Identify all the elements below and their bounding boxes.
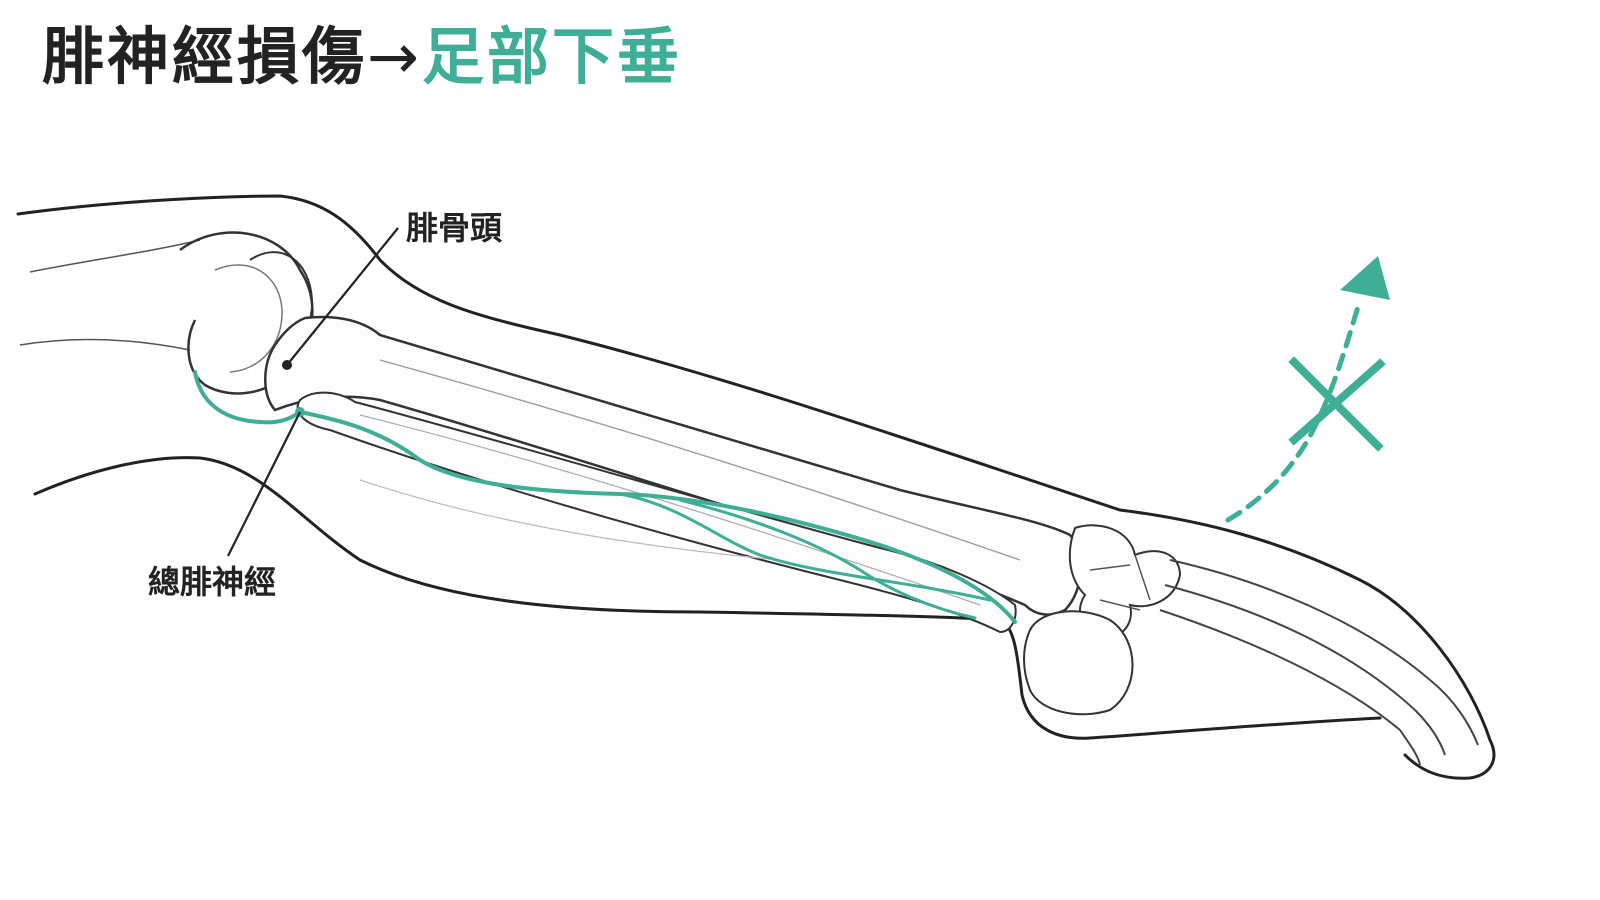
- fibula-shaft-line: [359, 414, 981, 606]
- common-peroneal-nerve: [193, 370, 1017, 624]
- page-title: 腓神經損傷→足部下垂: [42, 26, 682, 88]
- title-accent: 足部下垂: [421, 20, 682, 93]
- metatarsals: [1159, 559, 1431, 731]
- fibular-head-leader: [286, 227, 399, 366]
- arrow-head: [1340, 256, 1390, 300]
- toes: [1399, 679, 1479, 766]
- leg-outline-top: [16, 194, 1496, 780]
- tibia-shaft-line: [379, 359, 1021, 561]
- tarsal-bones: [1068, 524, 1182, 642]
- title-main: 腓神經損傷: [42, 20, 368, 93]
- superficial-peroneal-branch: [678, 498, 977, 620]
- femur-condyle-inner: [214, 264, 283, 373]
- thigh-contour: [19, 239, 201, 351]
- calf-contour: [359, 479, 781, 561]
- deep-peroneal-branch: [618, 492, 992, 602]
- dashed-curved-arrow-icon: [1225, 297, 1363, 523]
- nerve-leader: [227, 411, 301, 557]
- tarsal-detail: [1089, 554, 1151, 611]
- calcaneus: [1023, 610, 1134, 716]
- title-arrow: →: [367, 20, 422, 93]
- leg-outline-bottom: [33, 456, 1382, 740]
- label-fibular-head: 腓骨頭: [406, 209, 503, 247]
- label-common-peroneal-nerve: 總腓神經: [148, 563, 277, 601]
- x-mark-icon: [1288, 356, 1386, 452]
